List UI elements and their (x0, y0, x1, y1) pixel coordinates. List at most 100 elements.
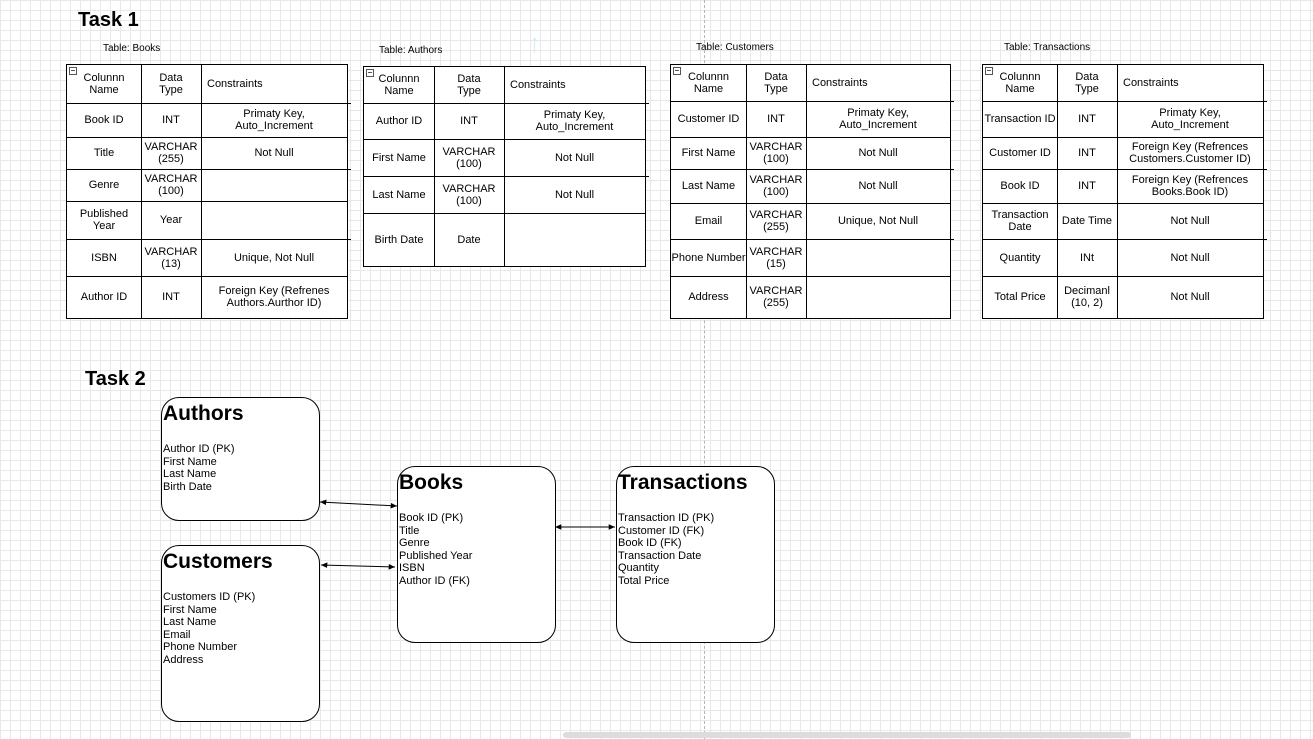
table-cell: ISBN (91, 251, 117, 264)
table-cell: VARCHAR (100) (442, 145, 496, 170)
row-divider (671, 169, 954, 170)
row-divider (983, 137, 1263, 138)
table-cell: Not Null (254, 147, 294, 159)
entity-field: First Name (163, 455, 217, 468)
transactions-table-caption: Table: Transactions (1004, 42, 1091, 53)
table-cell: Book ID (1000, 180, 1040, 192)
column-divider (806, 65, 807, 318)
entity-field: Transaction ID (PK) (618, 512, 715, 524)
table-cell: Transaction ID (984, 113, 1056, 125)
table-cell: Transaction Date (991, 209, 1049, 233)
task1-title: Task 1 (78, 9, 139, 31)
collapse-toggle-icon[interactable] (673, 67, 681, 75)
table-cell: VARCHAR (100) (442, 182, 496, 207)
row-divider (364, 103, 649, 104)
row-divider (364, 213, 645, 214)
authors-books-connector[interactable] (319, 499, 398, 509)
drag-up-arrow-icon: ↑ (528, 28, 541, 58)
table-cell: Author ID (375, 115, 423, 127)
row-divider (67, 103, 351, 104)
table-cell: INT (460, 115, 478, 127)
transactions-entity[interactable]: Transactions Transaction ID (PK) Custome… (616, 466, 775, 643)
entity-field: Customers ID (PK) (163, 591, 256, 603)
table-header-cell: Colunnn Name (688, 71, 729, 95)
page-center-guide (704, 0, 705, 739)
table-cell: Phone Number (671, 251, 746, 264)
row-divider (983, 101, 1267, 102)
column-divider (434, 67, 435, 266)
row-divider (67, 137, 347, 138)
authors-table-caption: Table: Authors (379, 45, 443, 56)
table-cell: Primaty Key, Auto_Increment (839, 107, 917, 131)
table-cell: Not Null (1170, 215, 1210, 227)
table-cell: INT (162, 291, 180, 303)
collapse-toggle-icon[interactable] (69, 67, 77, 75)
collapse-toggle-icon[interactable] (985, 67, 993, 75)
books-table-caption: Table: Books (103, 43, 161, 54)
entity-field: Title (399, 524, 420, 537)
table-cell: VARCHAR (13) (144, 245, 198, 270)
collapse-toggle-icon[interactable] (366, 69, 374, 77)
entity-field: Last Name (163, 616, 217, 629)
row-divider (67, 239, 351, 240)
table-cell: Total Price (994, 291, 1046, 303)
table-cell: INT (1078, 113, 1096, 125)
entity-field: Email (163, 628, 191, 641)
row-divider (983, 203, 1263, 204)
table-header-cell: Data Type (764, 71, 788, 95)
task2-title: Task 2 (85, 368, 146, 390)
table-cell: Foreign Key (Refrenes Authors.Aurthor ID… (218, 285, 330, 309)
books-entity-fields: Book ID (PK) Title Genre Published Year … (399, 512, 472, 588)
table-cell: VARCHAR (100) (749, 141, 803, 165)
customers-entity-fields: Customers ID (PK) First Name Last Name E… (163, 591, 255, 667)
table-cell: Unique, Not Null (233, 251, 315, 264)
table-cell: Not Null (1170, 291, 1210, 303)
entity-field: Transaction Date (618, 549, 702, 562)
table-cell: Last Name (372, 188, 426, 201)
table-header-cell: Data Type (1075, 71, 1099, 95)
table-header-cell: Constraints (207, 78, 263, 90)
table-cell: INT (767, 113, 785, 125)
column-divider (1117, 65, 1118, 318)
customers-entity-title: Customers (163, 550, 273, 573)
row-divider (67, 276, 347, 277)
row-divider (671, 239, 954, 240)
table-cell: Primaty Key, Auto_Increment (1151, 107, 1229, 131)
table-cell: Birth Date (374, 233, 424, 246)
table-cell: Primaty Key, Auto_Increment (535, 109, 614, 133)
horizontal-scrollbar[interactable] (563, 732, 1131, 738)
customers-entity[interactable]: Customers Customers ID (PK) First Name L… (161, 545, 320, 722)
authors-entity[interactable]: Authors Author ID (PK) First Name Last N… (161, 397, 320, 521)
table-cell: Not Null (554, 151, 595, 164)
table-cell: Customer ID (989, 147, 1051, 159)
table-cell: VARCHAR (15) (749, 245, 803, 270)
table-cell: VARCHAR (255) (144, 141, 198, 165)
column-divider (746, 65, 747, 318)
books-entity[interactable]: Books Book ID (PK) Title Genre Published… (397, 466, 556, 643)
table-cell: Email (694, 215, 723, 227)
customers-books-connector[interactable] (320, 562, 396, 570)
table-cell: INT (1078, 180, 1096, 192)
table-cell: Not Null (858, 147, 898, 159)
table-header-cell: Colunnn Name (378, 73, 420, 97)
table-cell: Not Null (554, 188, 595, 201)
entity-field: Author ID (FK) (399, 574, 470, 587)
table-header-cell: Data Type (457, 73, 481, 97)
table-cell: Genre (88, 179, 120, 191)
table-cell: VARCHAR (255) (749, 209, 803, 233)
table-cell: Foreign Key (Refrences Customers.Custome… (1129, 141, 1251, 165)
row-divider (671, 101, 954, 102)
authors-entity-title: Authors (163, 402, 244, 425)
authors-entity-fields: Author ID (PK) First Name Last Name Birt… (163, 443, 235, 493)
row-divider (364, 139, 645, 140)
table-cell: Foreign Key (Refrences Books.Book ID) (1131, 174, 1249, 198)
table-cell: Primaty Key, Auto_Increment (235, 108, 313, 132)
table-cell: Last Name (681, 180, 736, 192)
entity-field: Published Year (399, 549, 473, 562)
entity-field: Quantity (618, 562, 659, 575)
